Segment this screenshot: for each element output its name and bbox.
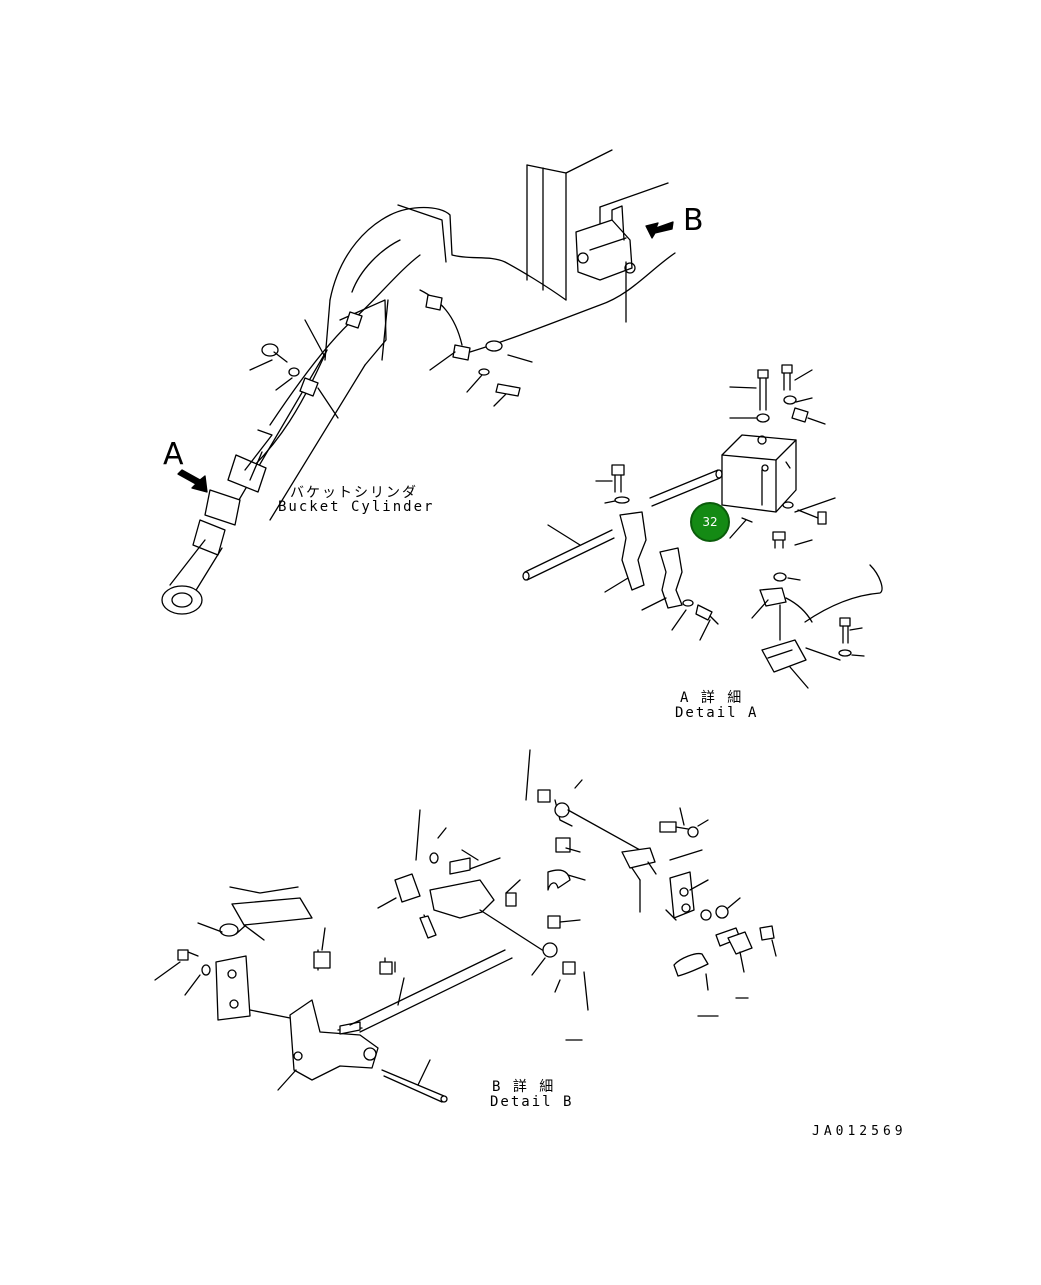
detail-b-label-jp: B 詳 細 — [492, 1079, 556, 1095]
detail-b-linkage — [377, 809, 551, 1006]
detail-a-clamps — [604, 511, 719, 641]
detail-a-bolts — [595, 364, 836, 539]
callout-number: 32 — [702, 515, 718, 529]
detail-b-clevis — [621, 807, 709, 921]
detail-a-label-jp: A 詳 細 — [680, 690, 744, 706]
bucket-cylinder-wiring — [269, 252, 676, 426]
detail-a-label-en: Detail A — [675, 705, 759, 721]
bucket-cylinder — [161, 429, 273, 615]
detail-b-label-en: Detail B — [490, 1094, 574, 1110]
view-a-arrow — [177, 469, 208, 493]
drawing-number: JA012569 — [812, 1124, 907, 1139]
cab-structure — [526, 149, 669, 301]
detail-b-rod-end — [525, 749, 641, 1011]
bucket-cylinder-label-en: Bucket Cylinder — [278, 499, 435, 515]
view-b-label: B — [683, 203, 704, 238]
detail-a-shafts — [522, 469, 723, 581]
detail-b-pin — [313, 927, 448, 1103]
detail-a-valve-block — [721, 434, 797, 513]
detail-b-bracket — [277, 949, 513, 1091]
callout-badge-32[interactable]: 32 — [690, 502, 730, 542]
detail-a-switch — [751, 531, 883, 689]
detail-b-handle — [565, 897, 777, 1041]
boom-clamp-bolt — [249, 319, 339, 419]
view-a-label: A — [163, 437, 184, 472]
bucket-cylinder-label-jp: バケットシリンダ — [290, 485, 418, 501]
view-b-arrow — [645, 221, 674, 239]
detail-b-mount-plate — [154, 886, 313, 1021]
boom — [324, 204, 567, 361]
lock-assembly-main — [575, 205, 636, 323]
